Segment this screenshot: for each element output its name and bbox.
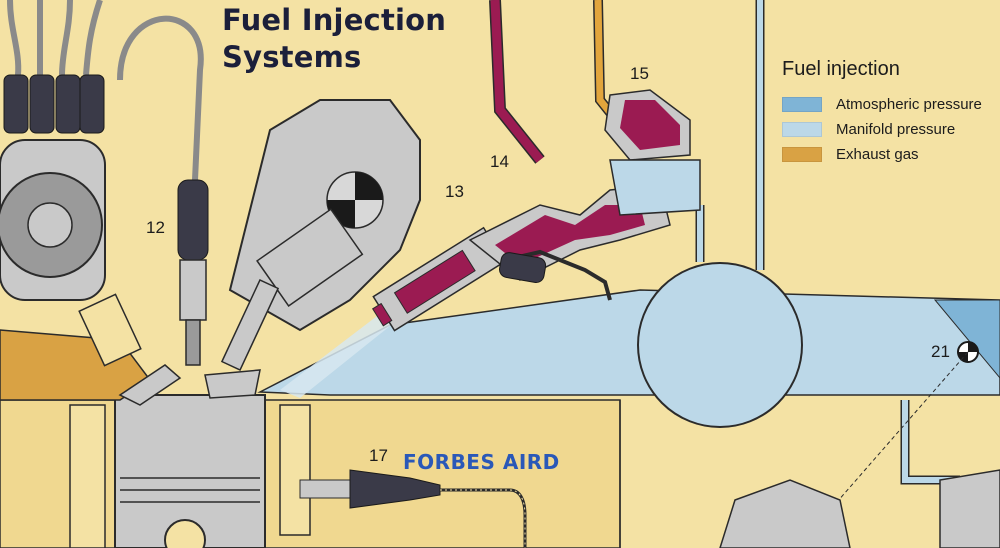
distributor-cap-boots: [3, 74, 105, 134]
exhaust-valve: [78, 293, 142, 367]
callout-12: 12: [146, 218, 165, 237]
plenum-chamber: [637, 262, 803, 428]
intake-valve-stem: [220, 278, 280, 372]
legend-label: Atmospheric pressure: [836, 95, 982, 113]
injector-connector: [504, 249, 612, 301]
legend-item-manifold: Manifold pressure: [782, 119, 955, 139]
artist-credit: FORBES AIRD: [403, 450, 560, 474]
legend-swatch-exhaust: [782, 146, 822, 162]
legend-label: Exhaust gas: [836, 145, 919, 163]
temperature-sensor-17: [299, 469, 527, 548]
atmospheric-air-region: [933, 299, 1000, 379]
callout-21: 21: [931, 342, 950, 361]
spark-plug-lead: [117, 15, 204, 181]
intake-runner: [257, 289, 1000, 396]
air-flow-meter-lever: [719, 479, 851, 548]
legend-swatch-atmospheric: [782, 96, 822, 112]
legend-label: Manifold pressure: [836, 120, 956, 138]
legend-swatch-manifold: [782, 121, 822, 137]
callout-17: 17: [369, 446, 388, 465]
legend-item-atmospheric: Atmospheric pressure: [782, 94, 982, 114]
fuel-spray: [280, 310, 395, 398]
spark-plug-boot: [177, 179, 209, 261]
title-line-2: Systems: [222, 40, 362, 74]
callout-15: 15: [630, 64, 649, 83]
spark-plug: [179, 259, 207, 321]
page-title: Fuel Injection Systems: [222, 2, 446, 76]
legend-item-exhaust: Exhaust gas: [782, 144, 919, 164]
rocker-arm: [256, 208, 364, 307]
legend-title: Fuel injection: [782, 58, 900, 80]
pressure-regulator: [604, 89, 701, 216]
auxiliary-air-valve: [939, 469, 1000, 548]
throttle-valve-21: [829, 341, 979, 511]
intake-valve-head: [204, 369, 261, 399]
callout-13: 13: [445, 182, 464, 201]
callout-14: 14: [490, 152, 509, 171]
title-line-1: Fuel Injection: [222, 3, 447, 37]
